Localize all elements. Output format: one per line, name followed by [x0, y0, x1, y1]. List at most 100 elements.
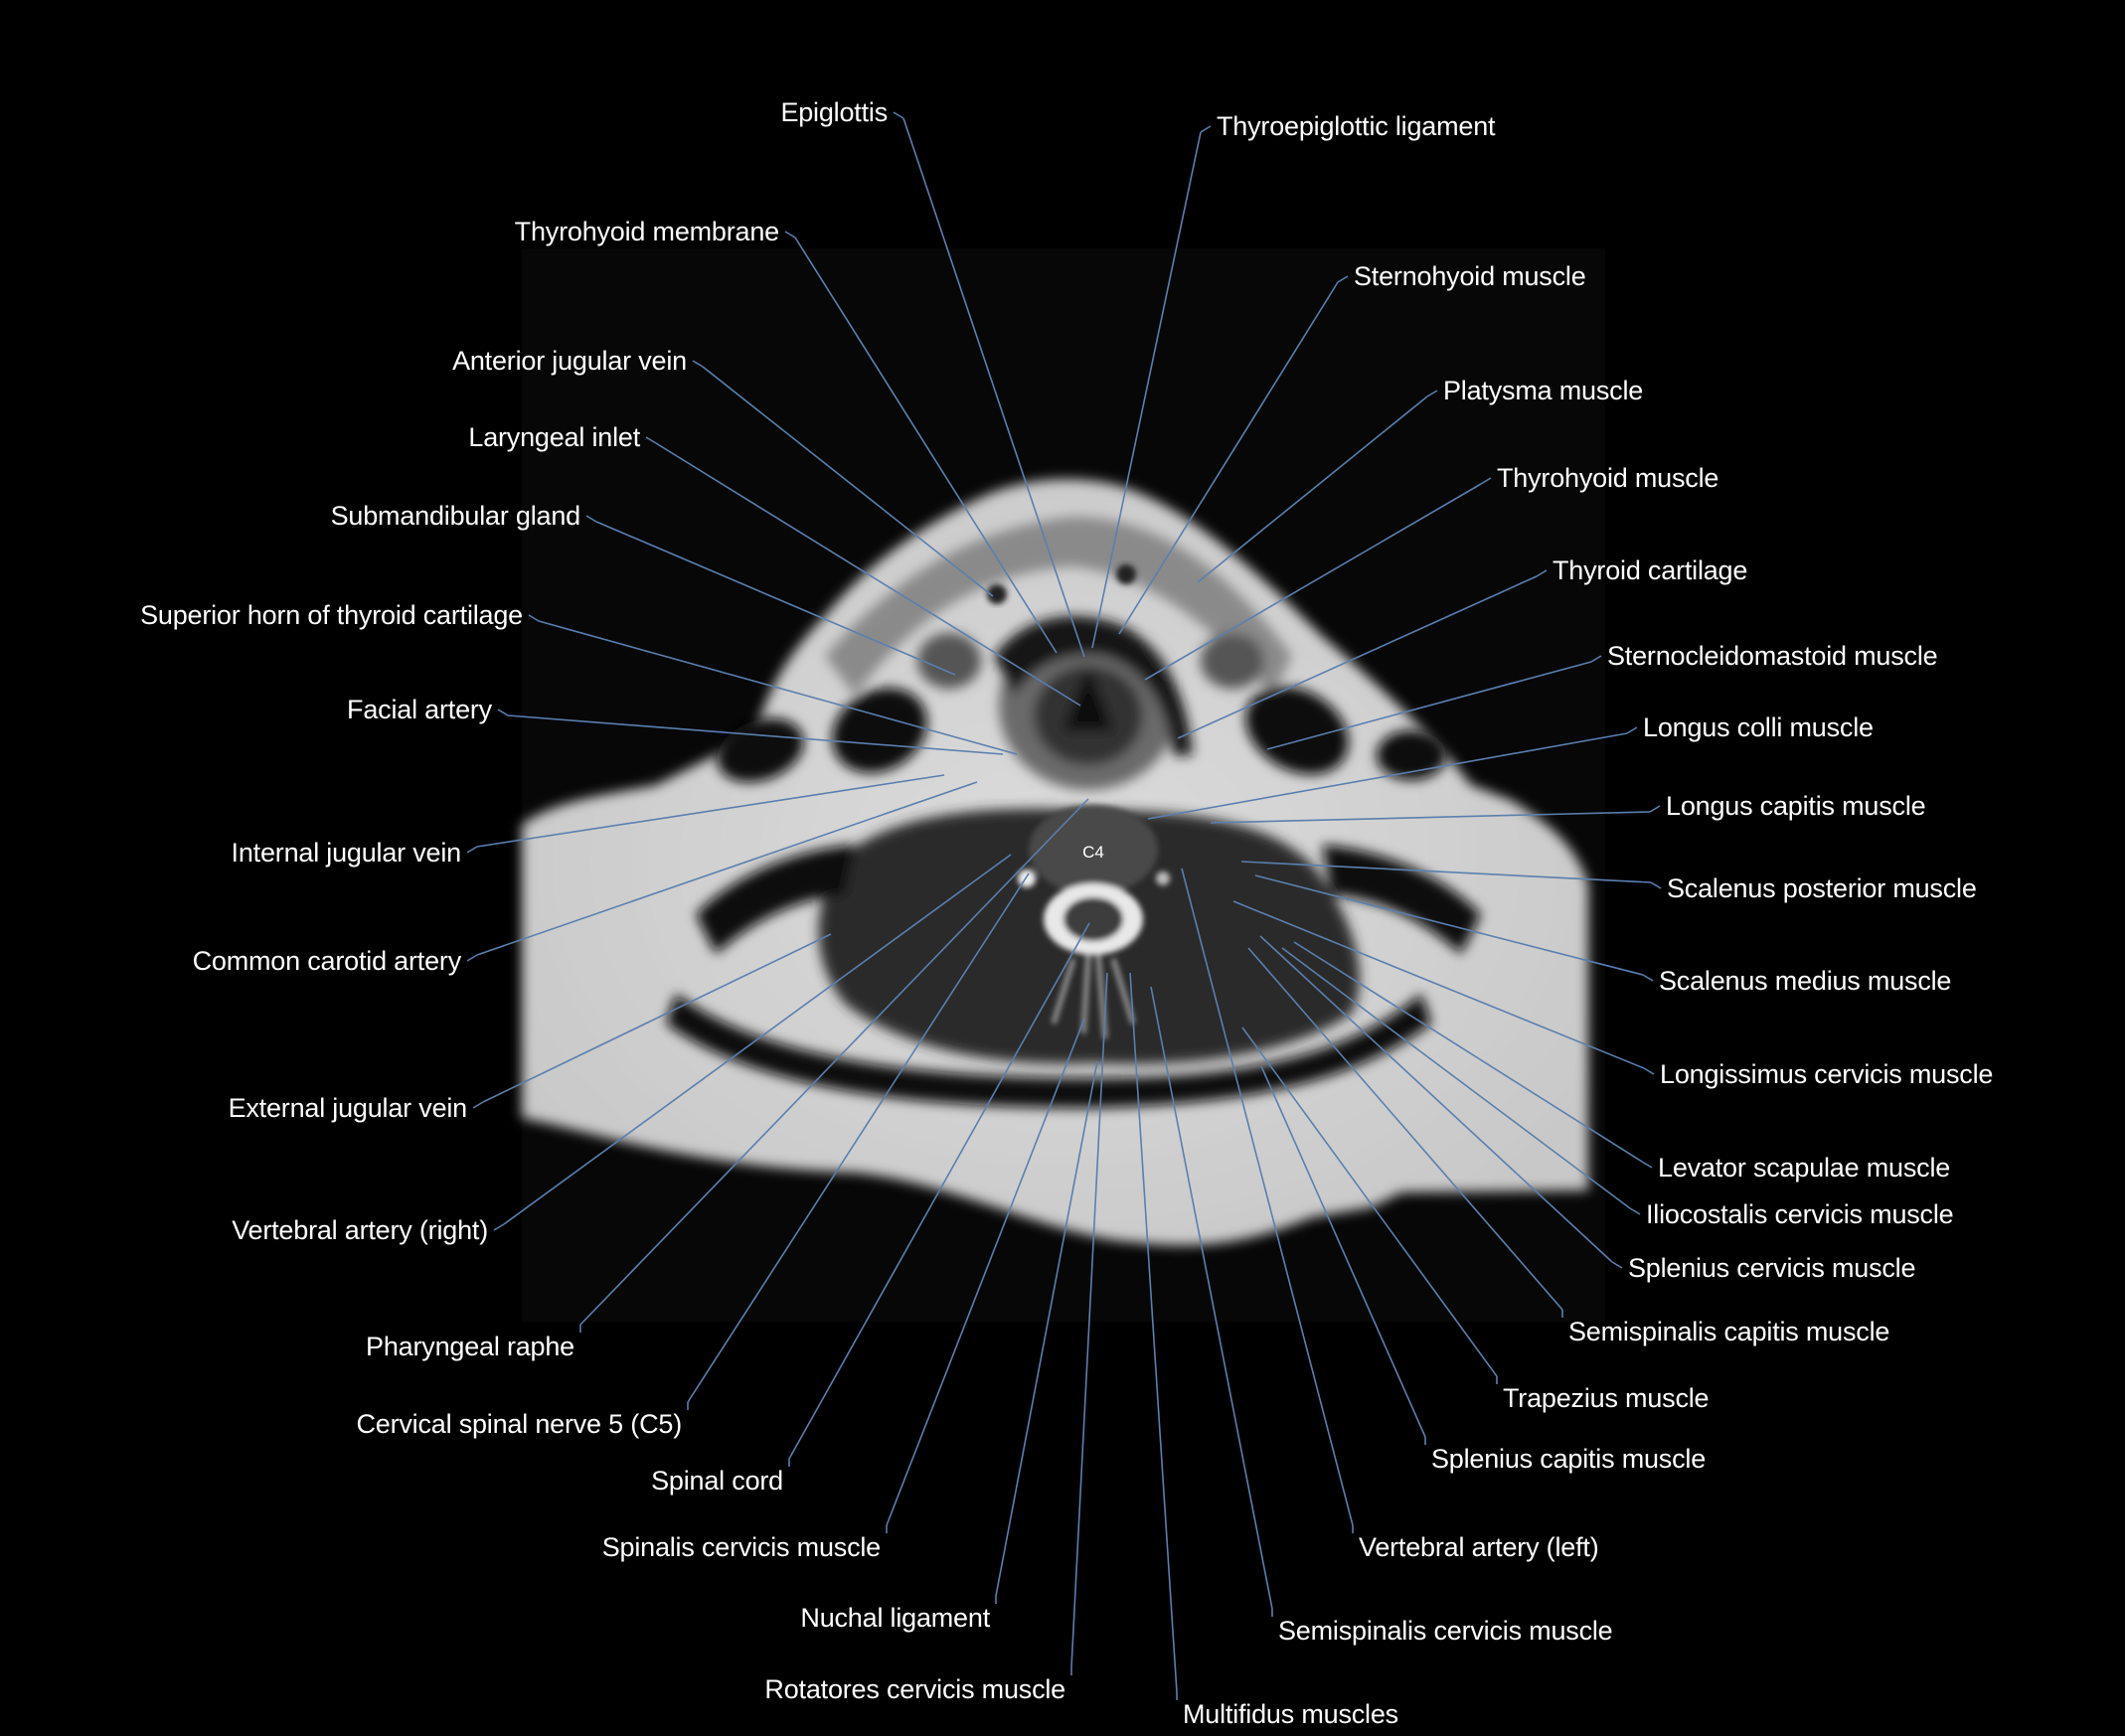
label-splenius-capitis-muscle: Splenius capitis muscle [1431, 1444, 1707, 1474]
common-carotid-artery-leader-line [476, 781, 978, 956]
longus-capitis-muscle-leader-line [1649, 805, 1661, 813]
iliocostalis-cervicis-muscle-leader-line [1629, 1207, 1641, 1215]
label-epiglottis: Epiglottis [780, 97, 888, 127]
scalenus-medius-muscle-leader-line [1642, 974, 1654, 982]
nuchal-ligament-leader-line [995, 1060, 1098, 1597]
levator-scapulae-muscle-leader-line [1641, 1161, 1653, 1169]
submandibular-gland-leader-line [585, 515, 597, 523]
external-jugular-vein-leader-line [472, 1101, 484, 1109]
label-multifidus-muscles: Multifidus muscles [1183, 1699, 1398, 1729]
label-platysma-muscle: Platysma muscle [1443, 376, 1644, 405]
vertebral-artery-right-leader-line [493, 1223, 505, 1231]
facial-artery-leader-line [507, 714, 1004, 755]
label-semispinalis-cervicis-muscle: Semispinalis cervicis muscle [1278, 1616, 1613, 1646]
label-pharyngeal-raphe: Pharyngeal raphe [366, 1332, 574, 1361]
multifidus-muscles-leader-line [1129, 972, 1178, 1693]
thyrohyoid-membrane-leader-line [784, 231, 796, 238]
longus-colli-muscle-leader-line [1626, 726, 1638, 734]
label-thyroid-cartilage: Thyroid cartilage [1553, 555, 1748, 585]
thyrohyoid-muscle-leader-line [1480, 477, 1492, 485]
thyrohyoid-muscle-leader-line [1144, 483, 1482, 681]
platysma-muscle-leader-line [1197, 395, 1428, 583]
spinalis-cervicis-muscle-leader-line [886, 1018, 1085, 1526]
label-semispinalis-capitis-muscle: Semispinalis capitis muscle [1568, 1317, 1890, 1346]
vertebral-artery-right-leader-line [503, 854, 1012, 1225]
label-submandibular-gland: Submandibular gland [330, 501, 581, 531]
label-external-jugular-vein: External jugular vein [228, 1093, 468, 1123]
scalenus-posterior-muscle-leader-line [1240, 861, 1652, 883]
superior-horn-thyroid-cartilage-leader-line [528, 614, 540, 622]
label-scalenus-posterior-muscle: Scalenus posterior muscle [1667, 873, 1977, 903]
anterior-jugular-vein-leader-line [702, 366, 994, 597]
leader-lines [466, 111, 1662, 1700]
spinal-cord-leader-line [788, 922, 1090, 1460]
vertebral-artery-left-leader-line [1181, 868, 1354, 1526]
splenius-cervicis-muscle-leader-line [1259, 935, 1613, 1263]
scalenus-posterior-muscle-leader-line [1650, 881, 1662, 889]
label-longus-capitis-muscle: Longus capitis muscle [1666, 791, 1926, 821]
facial-artery-leader-line [497, 709, 509, 716]
thyrohyoid-membrane-leader-line [794, 237, 1058, 654]
submandibular-gland-leader-line [595, 521, 956, 676]
iliocostalis-cervicis-muscle-leader-line [1281, 947, 1631, 1209]
label-nuchal-ligament: Nuchal ligament [800, 1603, 990, 1633]
label-longus-colli-muscle: Longus colli muscle [1643, 712, 1874, 742]
label-levator-scapulae-muscle: Levator scapulae muscle [1658, 1153, 1951, 1183]
levator-scapulae-muscle-leader-line [1293, 941, 1643, 1163]
laryngeal-inlet-leader-line [645, 436, 657, 444]
sternohyoid-muscle-leader-line [1337, 275, 1349, 283]
rotatores-cervicis-muscle-leader-line [1070, 972, 1108, 1668]
label-thyrohyoid-membrane: Thyrohyoid membrane [514, 217, 780, 246]
label-anterior-jugular-vein: Anterior jugular vein [452, 346, 687, 376]
label-cervical-spinal-nerve-c5: Cervical spinal nerve 5 (C5) [356, 1409, 682, 1439]
thyroepiglottic-ligament-leader-line [1091, 131, 1202, 649]
label-thyrohyoid-muscle: Thyrohyoid muscle [1497, 463, 1719, 493]
label-common-carotid-artery: Common carotid artery [192, 946, 462, 976]
thyroepiglottic-ligament-leader-line [1200, 125, 1212, 133]
common-carotid-artery-leader-line [466, 954, 478, 962]
cervical-spinal-nerve-c5-leader-line [687, 872, 1030, 1403]
longus-colli-muscle-leader-line [1147, 732, 1628, 820]
splenius-cervicis-muscle-leader-line [1611, 1261, 1623, 1269]
label-trapezius-muscle: Trapezius muscle [1503, 1383, 1710, 1413]
thyroid-cartilage-leader-line [1177, 575, 1538, 739]
label-facial-artery: Facial artery [347, 695, 492, 724]
platysma-muscle-leader-line [1426, 390, 1438, 397]
scalenus-medius-muscle-leader-line [1254, 874, 1644, 976]
label-rotatores-cervicis-muscle: Rotatores cervicis muscle [764, 1674, 1065, 1704]
label-iliocostalis-cervicis-muscle: Iliocostalis cervicis muscle [1646, 1199, 1954, 1229]
label-internal-jugular-vein: Internal jugular vein [231, 838, 462, 868]
semispinalis-cervicis-muscle-leader-line [1150, 986, 1273, 1610]
label-scalenus-medius-muscle: Scalenus medius muscle [1659, 966, 1952, 996]
internal-jugular-vein-leader-line [476, 774, 945, 848]
longus-capitis-muscle-leader-line [1210, 811, 1651, 824]
label-spinal-cord: Spinal cord [651, 1466, 783, 1496]
pharyngeal-raphe-leader-line [579, 798, 1089, 1326]
splenius-capitis-muscle-leader-line [1260, 1065, 1426, 1438]
label-laryngeal-inlet: Laryngeal inlet [468, 422, 640, 452]
external-jugular-vein-leader-line [482, 933, 832, 1103]
label-spinalis-cervicis-muscle: Spinalis cervicis muscle [601, 1532, 881, 1562]
anterior-jugular-vein-leader-line [692, 360, 704, 368]
longissimus-cervicis-muscle-leader-line [1643, 1067, 1655, 1075]
vertebra-level-label: C4 [1082, 843, 1104, 862]
label-splenius-cervicis-muscle: Splenius cervicis muscle [1628, 1253, 1916, 1283]
internal-jugular-vein-leader-line [466, 846, 478, 854]
label-vertebral-artery-right: Vertebral artery (right) [232, 1215, 488, 1245]
epiglottis-leader-line [893, 111, 904, 119]
trapezius-muscle-leader-line [1241, 1026, 1498, 1377]
laryngeal-inlet-leader-line [655, 442, 1081, 707]
longissimus-cervicis-muscle-leader-line [1232, 900, 1645, 1069]
label-superior-horn-thyroid-cartilage: Superior horn of thyroid cartilage [140, 600, 523, 630]
label-sternohyoid-muscle: Sternohyoid muscle [1354, 261, 1586, 291]
label-longissimus-cervicis-muscle: Longissimus cervicis muscle [1660, 1059, 1994, 1089]
thyroid-cartilage-leader-line [1536, 569, 1548, 577]
anterior-jugular-veins [987, 564, 1136, 604]
label-vertebral-artery-left: Vertebral artery (left) [1359, 1532, 1599, 1562]
label-thyroepiglottic-ligament: Thyroepiglottic ligament [1217, 111, 1496, 141]
label-sternocleidomastoid-muscle: Sternocleidomastoid muscle [1607, 641, 1938, 671]
semispinalis-capitis-muscle-leader-line [1247, 947, 1563, 1311]
sternocleidomastoid-muscle-leader-line [1590, 655, 1602, 663]
